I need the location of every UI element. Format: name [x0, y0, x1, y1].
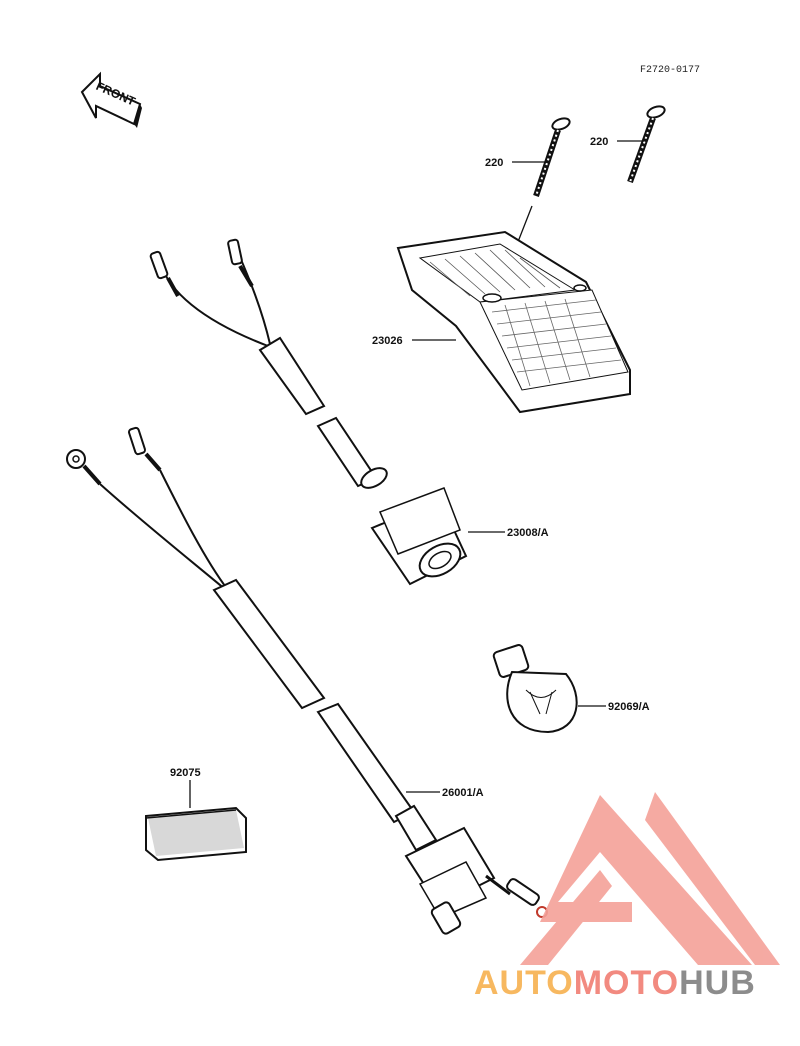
diagram-code: F2720-0177 [640, 65, 700, 76]
callout-220-left: 220 [485, 157, 503, 169]
automotohub-watermark [520, 792, 780, 965]
watermark-hub: HUB [679, 964, 756, 1002]
bulb-92069a [492, 644, 578, 734]
watermark-moto: MOTO [574, 964, 679, 1002]
screw-220-right [627, 105, 666, 184]
wire-harness-26001a [66, 426, 548, 935]
screw-220-left [533, 117, 571, 197]
watermark-text: AUTOMOTOHUB [474, 964, 756, 1002]
callout-92075: 92075 [170, 767, 201, 779]
callout-220-right: 220 [590, 136, 608, 148]
socket-harness-23008a [149, 238, 468, 586]
callout-23008a: 23008/A [507, 527, 549, 539]
callout-26001a: 26001/A [442, 787, 484, 799]
watermark-auto: AUTO [474, 964, 574, 1002]
pad-92075 [145, 806, 247, 862]
watermark-logo-icon [540, 795, 752, 965]
callout-23026: 23026 [372, 335, 403, 347]
front-arrow-icon: FRONT [80, 71, 142, 128]
tail-light-lens-23026 [396, 230, 631, 414]
callout-92069a: 92069/A [608, 701, 650, 713]
